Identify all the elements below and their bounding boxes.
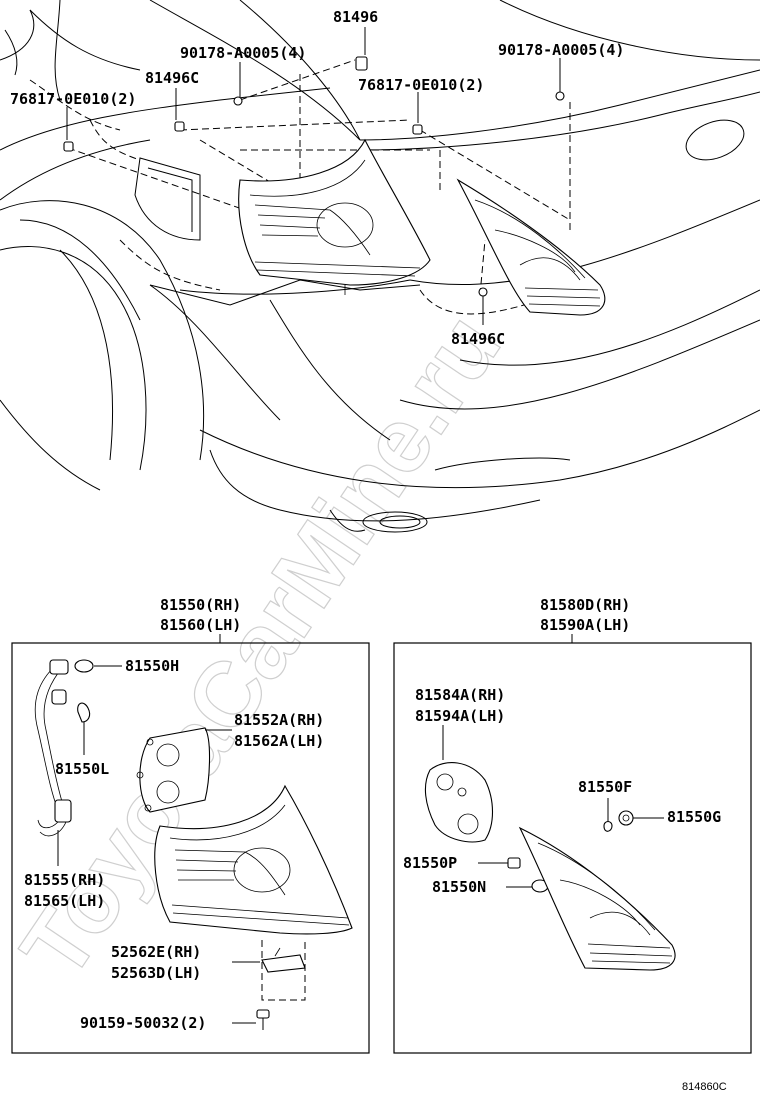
label-81562a: 81562A(LH) [234, 732, 324, 750]
label-76817-left: 76817-0E010(2) [10, 90, 136, 108]
screw-90159 [256, 1009, 270, 1030]
label-90178-right: 90178-A0005(4) [498, 41, 624, 59]
label-81550h: 81550H [125, 657, 179, 675]
label-81496c-top: 81496C [145, 69, 199, 87]
guide-lines [29, 59, 571, 315]
wire-harness [34, 659, 72, 837]
left-assembly: 81550(RH) 81560(LH) 81550H 81550L [11, 596, 370, 1054]
label-81552a: 81552A(RH) [234, 711, 324, 729]
fasteners-installed [63, 56, 565, 297]
nut-81550g [618, 810, 634, 826]
tail-lamp-81550 [154, 784, 353, 935]
label-81550g: 81550G [667, 808, 721, 826]
left-title-rh: 81550(RH) [160, 596, 241, 614]
label-81496c-bottom: 81496C [451, 330, 505, 348]
top-callouts: 81496 90178-A0005(4) 90178-A0005(4) 8149… [10, 8, 624, 348]
left-title-lh: 81560(LH) [160, 616, 241, 634]
label-52562e: 52562E(RH) [111, 943, 201, 961]
label-81496: 81496 [333, 8, 378, 26]
bulb-81550l [77, 702, 91, 723]
bracket-52562e [261, 947, 306, 973]
bulb-81550h [74, 659, 94, 673]
right-assembly: 81580D(RH) 81590A(LH) 81584A(RH) 81594A(… [393, 596, 752, 1054]
right-title-lh: 81590A(LH) [540, 616, 630, 634]
label-90159: 90159-50032(2) [80, 1014, 206, 1032]
clip-81496 [355, 56, 368, 71]
right-assembly-frame [393, 642, 752, 1054]
label-81555: 81555(RH) [24, 871, 105, 889]
tail-lamp-inner-81580d [518, 826, 676, 971]
label-90178-left: 90178-A0005(4) [180, 44, 306, 62]
label-81550p: 81550P [403, 854, 457, 872]
label-81550f: 81550F [578, 778, 632, 796]
tail-lamp-outer-installed [238, 138, 431, 295]
label-81550l: 81550L [55, 760, 109, 778]
label-81594a: 81594A(LH) [415, 707, 505, 725]
label-81550n: 81550N [432, 878, 486, 896]
tail-lamp-inner-installed [456, 178, 606, 316]
left-assembly-frame [11, 642, 370, 1054]
car-body-outline [0, 0, 760, 533]
label-52563d: 52563D(LH) [111, 964, 201, 982]
gasket-81552a [136, 727, 211, 813]
clip-81550f [603, 820, 613, 832]
socket-81550p [507, 857, 521, 869]
label-76817-mid: 76817-0E010(2) [358, 76, 484, 94]
label-81565: 81565(LH) [24, 892, 105, 910]
drawing-id: 814860C [682, 1081, 727, 1093]
label-81584a: 81584A(RH) [415, 686, 505, 704]
gasket-81584a [424, 762, 493, 843]
right-title-rh: 81580D(RH) [540, 596, 630, 614]
